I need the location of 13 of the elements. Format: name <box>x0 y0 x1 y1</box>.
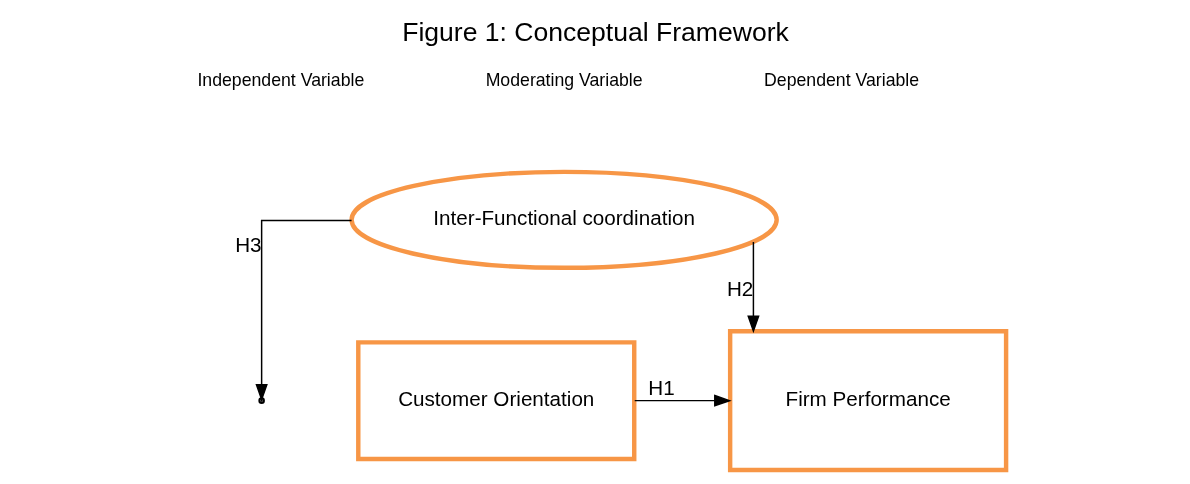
node-box: Customer Orientation <box>355 340 636 462</box>
edge-label: H3 <box>234 233 262 257</box>
label: Moderating Variable <box>485 70 643 91</box>
diagram-title: Figure 1: Conceptual Framework <box>401 17 789 48</box>
arrow <box>633 394 732 407</box>
node-box: Firm Performance <box>727 329 1008 473</box>
label: Independent Variable <box>196 70 364 91</box>
edge-label: H2 <box>726 276 753 300</box>
edge-label: H1 <box>647 376 675 400</box>
node-ellipse: Inter-Functional coordination <box>348 169 779 271</box>
arrow <box>254 219 352 402</box>
label: Dependent Variable <box>763 70 919 91</box>
arrow <box>746 241 760 334</box>
